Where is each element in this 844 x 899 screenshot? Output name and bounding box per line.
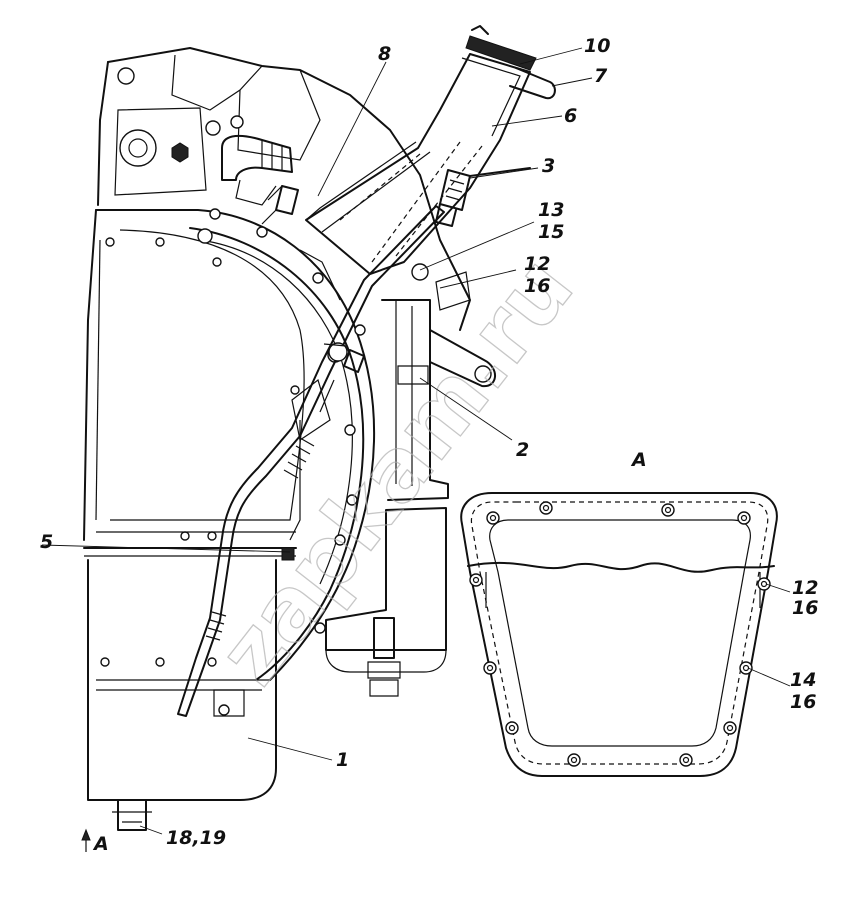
view-a-oil-pan-gasket xyxy=(460,492,778,777)
callout-7: 7 xyxy=(594,65,608,87)
callout-8: 8 xyxy=(378,43,391,65)
engine-housing xyxy=(83,47,471,831)
callout-3: 3 xyxy=(542,155,555,177)
callout-2: 2 xyxy=(516,439,529,461)
view-arrow-label: A xyxy=(92,833,109,855)
callout-12-view: 12 xyxy=(792,577,818,599)
callout-1: 1 xyxy=(336,749,349,771)
leader-lines xyxy=(41,47,791,835)
view-a-title: A xyxy=(630,449,647,471)
callout-13: 13 xyxy=(538,199,564,221)
callout-16-view-bottom: 16 xyxy=(790,691,816,713)
oil-filler-neck xyxy=(261,25,556,275)
callout-16-main: 16 xyxy=(524,275,550,297)
callout-5: 5 xyxy=(40,531,53,553)
callout-12-main: 12 xyxy=(524,253,550,275)
callout-6: 6 xyxy=(564,105,577,127)
dipstick-tube xyxy=(177,205,445,717)
view-direction-arrow xyxy=(81,828,91,852)
callout-labels: 8 10 7 6 3 13 15 12 16 2 5 1 18,19 A A 1… xyxy=(40,35,818,855)
callout-18-19: 18,19 xyxy=(166,827,226,849)
callout-15: 15 xyxy=(538,221,564,243)
callout-14: 14 xyxy=(790,669,816,691)
callout-16-view-top: 16 xyxy=(792,597,818,619)
callout-10: 10 xyxy=(584,35,610,57)
